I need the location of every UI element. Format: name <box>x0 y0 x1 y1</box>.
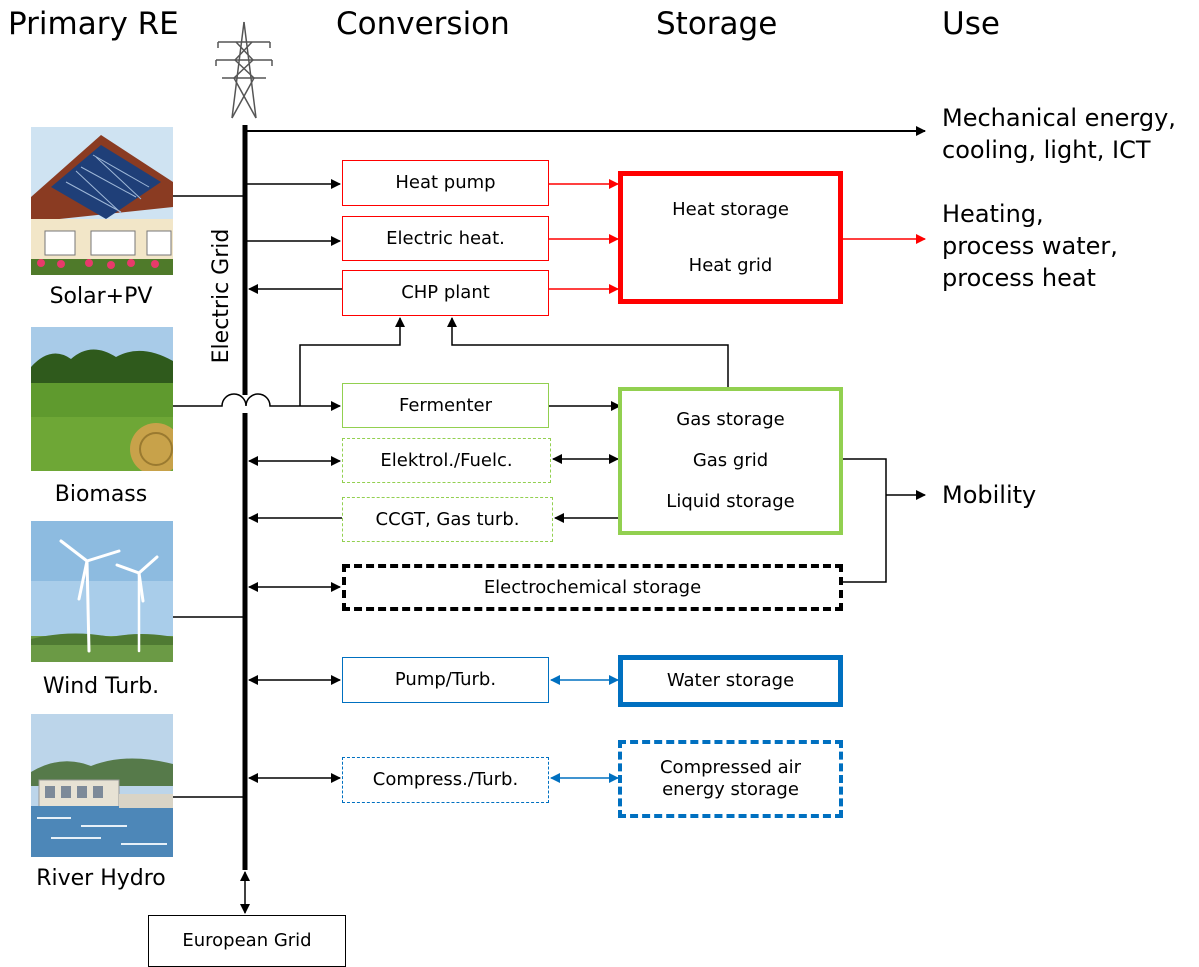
liquid-storage-label: Liquid storage <box>666 491 795 512</box>
compress-turb-box[interactable]: Compress./Turb. <box>342 757 549 803</box>
electric-grid-label: Electric Grid <box>209 228 234 364</box>
river-hydro-image <box>31 714 173 857</box>
header-conversion: Conversion <box>336 6 510 42</box>
energy-storage-label: energy storage <box>662 779 799 800</box>
biomass-field-image <box>31 327 173 471</box>
fermenter-box[interactable]: Fermenter <box>342 383 549 428</box>
chp-plant-box[interactable]: CHP plant <box>342 270 549 316</box>
use-mechanical-energy: Mechanical energy, cooling, light, ICT <box>942 104 1176 164</box>
european-grid-box[interactable]: European Grid <box>148 915 346 967</box>
heat-grid-label: Heat grid <box>688 254 773 276</box>
gas-grid-label: Gas grid <box>692 450 769 471</box>
use-heating: Heating, process water, process heat <box>942 200 1118 292</box>
wind-turbine-image <box>31 521 173 662</box>
header-primary-re: Primary RE <box>8 6 179 42</box>
solar-house-image <box>31 127 173 275</box>
gas-storage-box[interactable]: Gas storage Gas grid Liquid storage <box>618 387 843 535</box>
ccgt-gas-turb-box[interactable]: CCGT, Gas turb. <box>342 497 553 542</box>
heat-storage-label: Heat storage <box>672 198 789 220</box>
power-pylon-icon <box>212 20 276 120</box>
pump-turb-box[interactable]: Pump/Turb. <box>342 657 549 703</box>
source-label-solar: Solar+PV <box>49 284 153 309</box>
use-mobility: Mobility <box>942 481 1037 509</box>
compressed-air-label: Compressed air <box>659 757 802 778</box>
elektrol-fuelc-box[interactable]: Elektrol./Fuelc. <box>342 438 551 483</box>
electrochemical-storage-box[interactable]: Electrochemical storage <box>342 564 843 611</box>
heat-storage-box[interactable]: Heat storage Heat grid <box>618 171 843 304</box>
compressed-air-storage-box[interactable]: Compressed air energy storage <box>618 740 843 818</box>
water-storage-box[interactable]: Water storage <box>618 655 843 707</box>
source-label-hydro: River Hydro <box>36 866 166 891</box>
gas-storage-label: Gas storage <box>676 409 785 430</box>
source-label-biomass: Biomass <box>54 482 148 507</box>
source-label-wind: Wind Turb. <box>42 674 160 699</box>
header-storage: Storage <box>656 6 778 42</box>
heat-pump-box[interactable]: Heat pump <box>342 160 549 206</box>
electric-heat-box[interactable]: Electric heat. <box>342 216 549 261</box>
header-use: Use <box>942 6 1000 42</box>
